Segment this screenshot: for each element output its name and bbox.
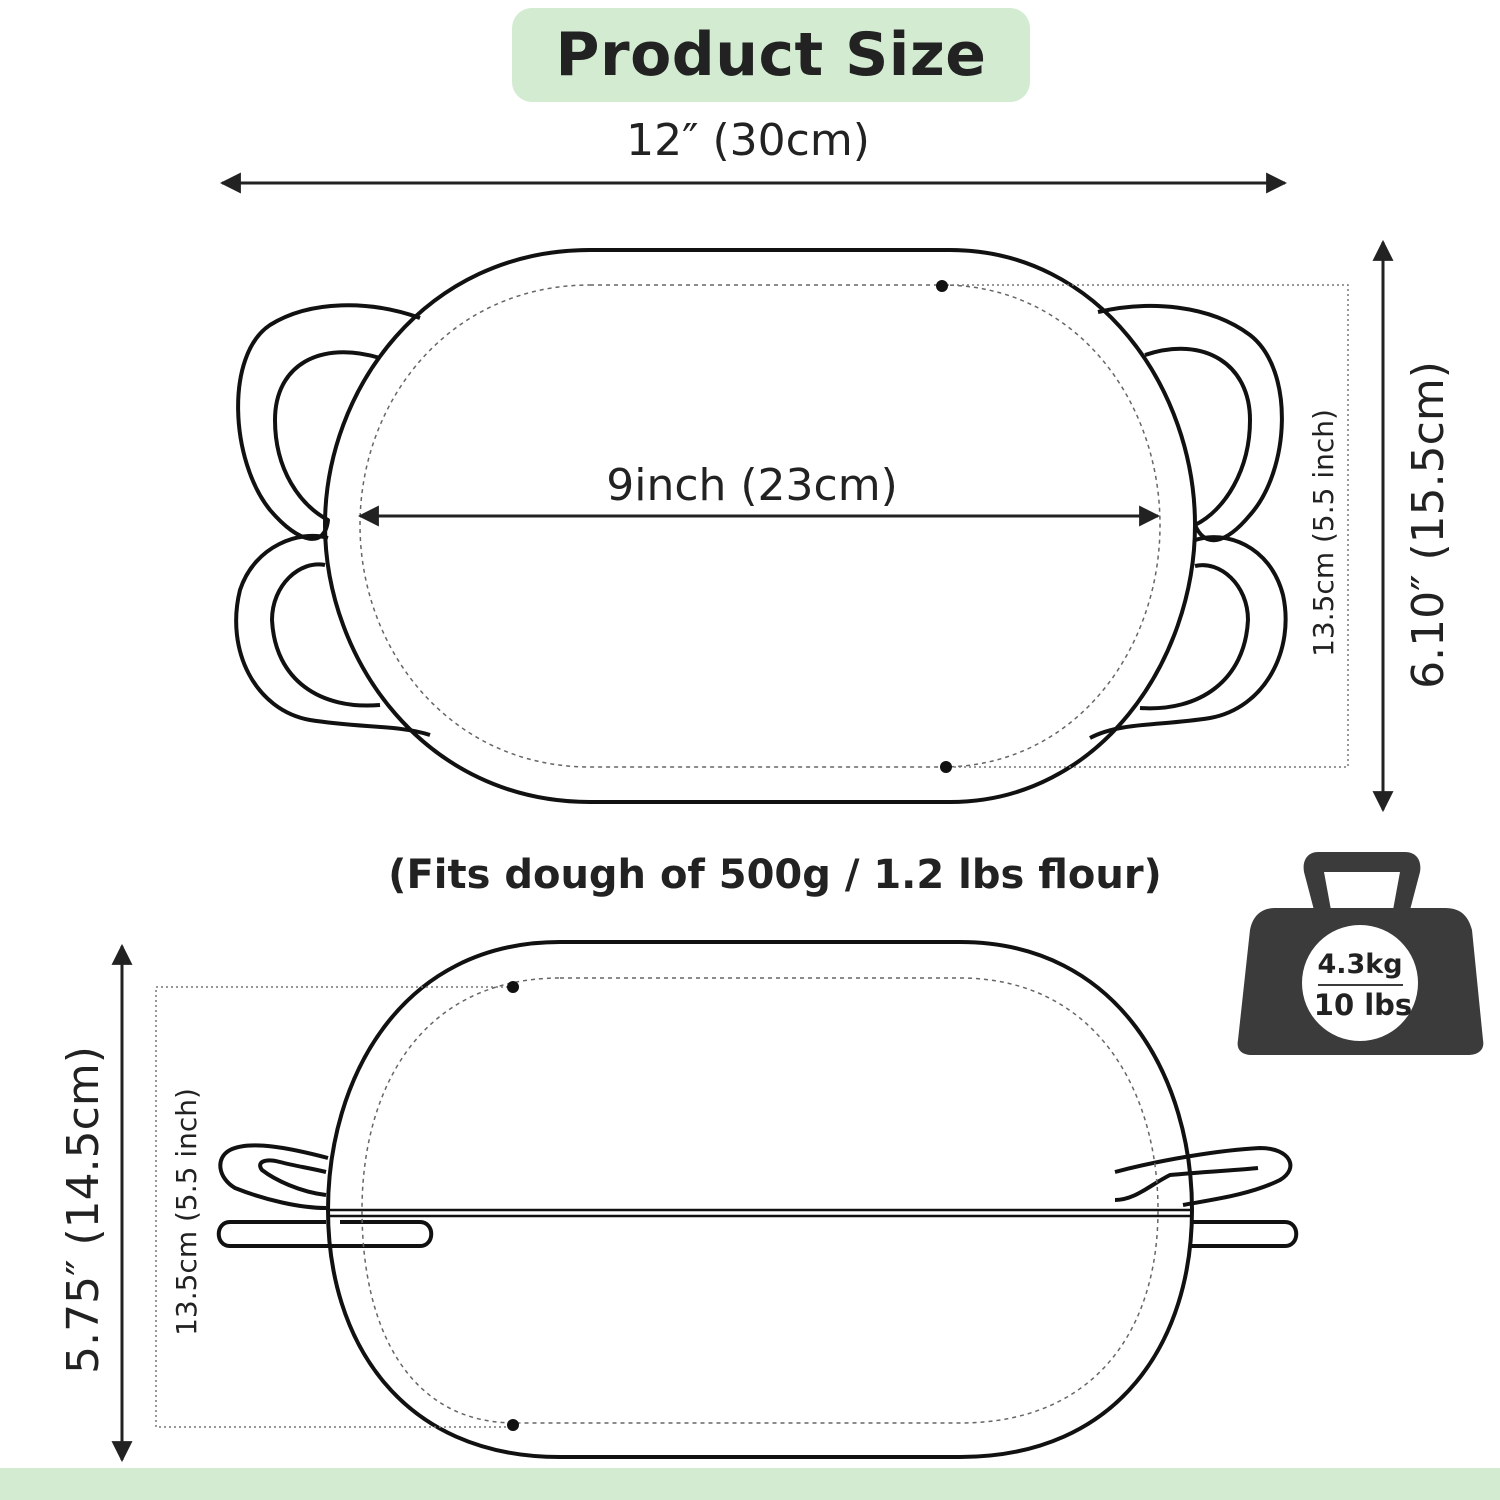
- side-right-handle-bar: [1190, 1220, 1299, 1248]
- pan-rim-top: [323, 248, 1197, 804]
- right-handle-upper: [1097, 303, 1284, 543]
- weight-icon: [1237, 852, 1484, 1055]
- measure-dot-top: [936, 280, 948, 292]
- side-left-handle-bar: [216, 1220, 434, 1248]
- side-left-handle-loop: [218, 1143, 329, 1210]
- inner-length-label: 9inch (23cm): [606, 460, 898, 511]
- pan-body-side: [326, 940, 1194, 1459]
- capacity-note: (Fits dough of 500g / 1.2 lbs flour): [388, 852, 1162, 898]
- weight-imperial: 10 lbs: [1314, 988, 1412, 1022]
- height-label: 5.75″ (14.5cm): [58, 1046, 109, 1374]
- right-handle-lower: [1089, 535, 1288, 740]
- weight-metric: 4.3kg: [1317, 949, 1402, 980]
- lid-seam: [328, 1208, 1192, 1218]
- inner-outline-top: [359, 284, 1161, 768]
- length-label: 12″ (30cm): [626, 115, 870, 166]
- side-dot-bottom: [507, 1419, 519, 1431]
- inner-width-guide: [942, 284, 1349, 768]
- left-handle-lower: [234, 533, 431, 737]
- side-right-handle-loop: [1114, 1146, 1293, 1207]
- title-badge: Product Size: [512, 8, 1030, 102]
- top-view: [234, 248, 1288, 804]
- inner-height-guide: [155, 986, 513, 1428]
- inner-width-label: 13.5cm (5.5 inch): [1307, 409, 1340, 657]
- side-dot-top: [507, 981, 519, 993]
- measure-dot-bottom: [940, 761, 952, 773]
- width-label: 6.10″ (15.5cm): [1403, 361, 1454, 689]
- inner-height-label: 13.5cm (5.5 inch): [170, 1088, 203, 1336]
- side-view: [216, 940, 1299, 1459]
- bottom-accent-bar: [0, 1468, 1500, 1500]
- page-title: Product Size: [555, 20, 987, 90]
- inner-outline-side: [361, 977, 1159, 1424]
